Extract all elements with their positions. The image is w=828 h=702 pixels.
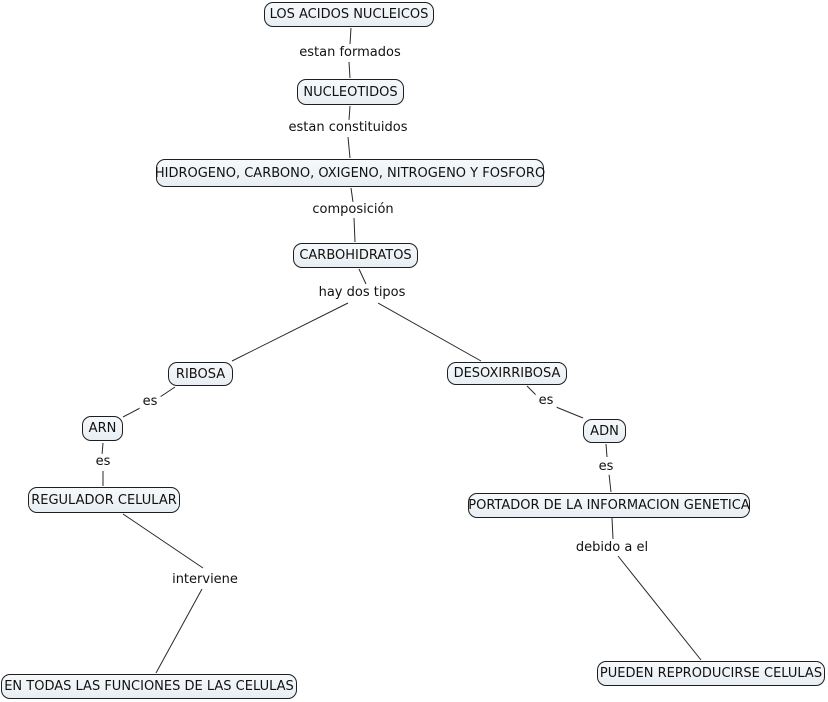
node-elementos[interactable]: HIDROGENO, CARBONO, OXIGENO, NITROGENO Y… [155,159,545,187]
link-label-es-adn-portador[interactable]: es [595,458,617,476]
link-label-composicion[interactable]: composición [309,201,397,219]
node-desoxirribosa[interactable]: DESOXIRRIBOSA [447,362,567,385]
connector-line-es-desoxirribosa-adn [555,406,584,419]
connector-line-es-adn-portador [608,473,612,493]
connector-line-composicion [353,217,356,243]
node-ribosa[interactable]: RIBOSA [168,362,233,386]
link-label-estan-constituidos[interactable]: estan constituidos [285,119,411,137]
connector-line-interviene [155,588,203,674]
connector-line-hay-dos-tipos [358,268,367,285]
connector-line-debido-a-el [611,517,614,540]
node-regulador-celular[interactable]: REGULADOR CELULAR [28,487,180,513]
node-reproducirse-celulas[interactable]: PUEDEN REPRODUCIRSE CELULAS [597,661,825,686]
connector-line-es-ribosa-arn [159,386,176,398]
connector-line-estan-constituidos [347,136,351,159]
connector-line-estan-formados [348,61,351,79]
connector-line-estan-formados [349,27,352,45]
link-label-interviene[interactable]: interviene [169,571,241,589]
node-carbohidratos[interactable]: CARBOHIDRATOS [293,243,418,268]
connector-line-hay-dos-tipos [231,302,349,362]
node-adn[interactable]: ADN [583,419,626,443]
node-los-acidos-nucleicos[interactable]: LOS ACIDOS NUCLEICOS [264,2,434,27]
link-label-es-ribosa-arn[interactable]: es [139,393,161,411]
connector-line-es-adn-portador [605,443,608,458]
connector-line-es-arn-regulador [101,442,104,456]
connector-line-es-ribosa-arn [122,406,143,418]
connector-line-hay-dos-tipos [377,302,482,362]
node-nucleotidos[interactable]: NUCLEOTIDOS [297,79,404,105]
node-portador-informacion[interactable]: PORTADOR DE LA INFORMACION GENETICA [468,493,750,518]
connector-line-es-desoxirribosa-adn [526,385,538,397]
connector-line-composicion [350,187,354,203]
connector-line-interviene [122,513,204,569]
node-funciones-celulas[interactable]: EN TODAS LAS FUNCIONES DE LAS CELULAS [1,674,297,699]
link-label-hay-dos-tipos[interactable]: hay dos tipos [315,284,409,302]
connector-line-debido-a-el [617,555,702,661]
link-label-es-desoxirribosa-adn[interactable]: es [535,392,557,410]
node-arn[interactable]: ARN [82,416,123,441]
link-label-debido-a-el[interactable]: debido a el [572,539,652,557]
connector-line-estan-constituidos [348,105,351,121]
link-label-es-arn-regulador[interactable]: es [92,453,114,471]
link-label-estan-formados[interactable]: estan formados [296,44,404,62]
